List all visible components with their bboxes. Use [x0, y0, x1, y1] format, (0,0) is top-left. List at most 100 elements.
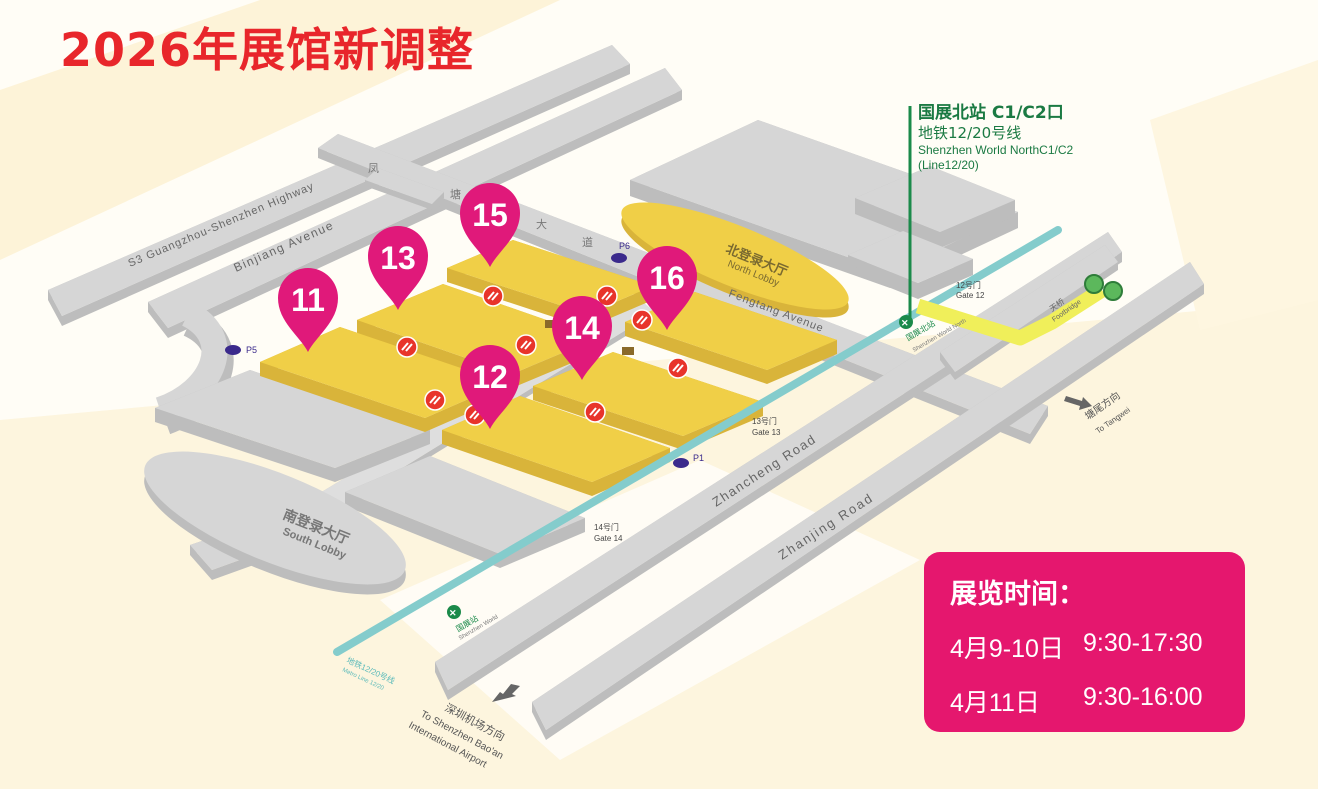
schedule-row: 4月11日 9:30-16:00 — [950, 683, 1219, 719]
building-block — [345, 456, 585, 568]
gate-label-cn: 14号门 — [594, 522, 619, 532]
escalator-icon — [396, 336, 418, 358]
arrow-icon — [1064, 396, 1092, 410]
road-zhanjing-side — [532, 702, 546, 740]
road-char: 大 — [536, 217, 547, 231]
road-zhanjing-top — [532, 262, 1204, 730]
schedule-date: 4月11日 — [950, 689, 1040, 717]
hall-12-side — [592, 448, 670, 496]
hall-pins: 11 12 13 14 15 16 — [278, 183, 697, 429]
road-zhancheng-side — [435, 662, 448, 700]
schedule-date: 4月9-10日 — [950, 635, 1064, 663]
hall-number: 12 — [472, 359, 508, 395]
metro-line-cn: 地铁12/20号线 — [918, 124, 1022, 143]
metro-info: 国展北站 C1/C2口 地铁12/20号线 Shenzhen World Nor… — [918, 103, 1073, 173]
building-block-side — [855, 198, 940, 248]
road-connector-side — [365, 180, 432, 210]
building-block-side — [155, 408, 335, 482]
hall-pin-15[interactable]: 15 — [460, 183, 520, 267]
road-fengtang-side — [1030, 406, 1048, 444]
metro-symbol-icon: ✕ — [449, 608, 457, 618]
road-highway-side — [48, 290, 62, 326]
hall-pin-14[interactable]: 14 — [552, 296, 612, 380]
escalators — [396, 285, 689, 426]
building-block-side — [940, 200, 1015, 248]
road-zhanjing-side — [546, 284, 1204, 740]
building-block-side — [335, 430, 430, 482]
hall-16-side — [767, 340, 837, 384]
metro-station-icon — [899, 315, 913, 329]
metro-symbol-icon: ✕ — [901, 318, 909, 328]
building-block-top — [855, 166, 1015, 232]
schedule-heading: 展览时间： — [950, 579, 1085, 610]
hall-number: 14 — [564, 310, 600, 346]
road-binjiang-side — [148, 302, 168, 338]
pin-marker-icon — [278, 268, 338, 352]
road-connector — [365, 168, 444, 210]
pin-marker-icon — [552, 296, 612, 380]
building-block-side — [848, 255, 918, 299]
hall-12-side — [442, 430, 592, 496]
metro-line-en: (Line12/20) — [918, 158, 979, 172]
hall-number: 15 — [472, 197, 508, 233]
hall-11-side — [260, 362, 425, 432]
parking-dot-p6 — [611, 253, 627, 263]
hall-12 — [442, 396, 670, 496]
hall-number: 13 — [380, 240, 416, 276]
escalator-icon — [631, 309, 653, 331]
building-block-top — [345, 456, 585, 554]
metro-station-en: Shenzhen World NorthC1/C2 — [918, 143, 1074, 157]
north-lobby: 北登录大厅 North Lobby — [621, 202, 849, 318]
marker — [545, 320, 557, 328]
tree-icon — [1084, 274, 1104, 294]
schedule-row: 4月9-10日 9:30-17:30 — [950, 629, 1219, 665]
gate-label-en: Gate 13 — [752, 428, 781, 437]
parking-dot-p1 — [673, 458, 689, 468]
hall-pin-11[interactable]: 11 — [278, 268, 338, 352]
road-char: 凤 — [368, 162, 379, 175]
hall-number: 16 — [649, 260, 685, 296]
hall-number: 11 — [291, 282, 325, 318]
escalator-icon — [424, 389, 446, 411]
escalator-icon — [667, 357, 689, 379]
page-title: 2026年展馆新调整 — [60, 23, 475, 77]
hall-pin-12[interactable]: 12 — [460, 345, 520, 429]
building-block-side — [345, 492, 500, 568]
schedule-time: 9:30-16:00 — [1083, 683, 1203, 711]
footbridge — [915, 283, 1107, 346]
schedule-time: 9:30-17:30 — [1083, 629, 1203, 657]
south-lobby: 南登录大厅 South Lobby — [144, 451, 406, 595]
road-char: 塘 — [450, 187, 461, 201]
pin-marker-icon — [460, 345, 520, 429]
gate-13: 13号门 Gate 13 — [752, 416, 781, 437]
road-east-side — [940, 352, 955, 380]
road-connector-top — [365, 168, 444, 204]
pin-marker-icon — [637, 246, 697, 330]
hall-14-side — [533, 386, 683, 450]
road-east-side — [955, 262, 1118, 380]
hall-pin-16[interactable]: 16 — [637, 246, 697, 330]
metro-line — [333, 226, 1062, 656]
tree-icon — [1103, 281, 1123, 301]
parking-dot-p5 — [225, 345, 241, 355]
gate-label-cn: 13号门 — [752, 416, 777, 426]
parking-label: P6 — [619, 241, 630, 251]
escalator-icon — [596, 285, 618, 307]
pin-marker-icon — [368, 226, 428, 310]
hall-13-top — [357, 284, 598, 374]
road-highway-side — [62, 64, 630, 326]
hall-16-side — [625, 322, 767, 384]
escalator-icon — [515, 334, 537, 356]
building-block-top — [155, 370, 430, 468]
road-char: 道 — [582, 235, 593, 249]
gate-label-cn: 12号门 — [956, 280, 981, 290]
marker — [622, 347, 634, 355]
building-block-side — [500, 518, 585, 568]
parking-label: P1 — [693, 453, 704, 463]
road-highway-top — [48, 45, 630, 316]
building-block — [155, 370, 430, 482]
escalator-icon — [482, 285, 504, 307]
hall-pin-13[interactable]: 13 — [368, 226, 428, 310]
road-east-top — [940, 245, 1118, 372]
metro-station-icon — [447, 605, 461, 619]
